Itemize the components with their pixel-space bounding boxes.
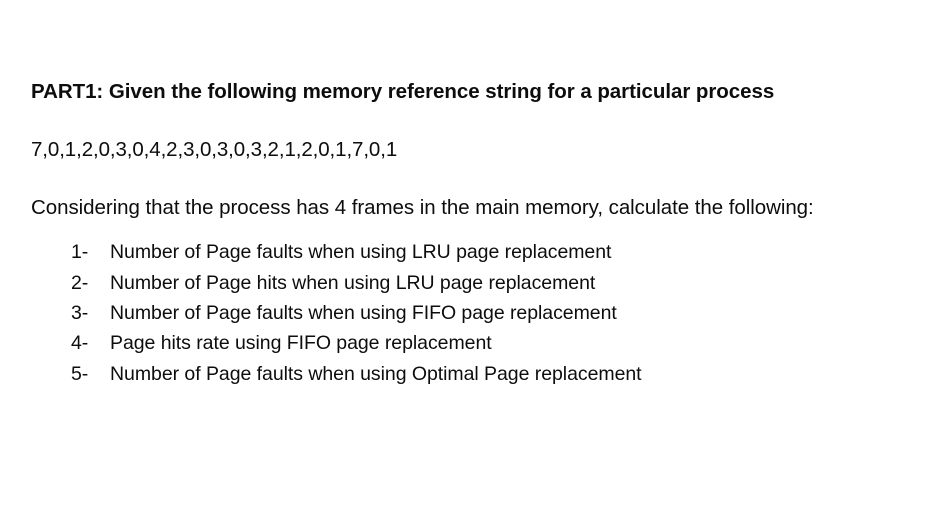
list-item-marker: 5- bbox=[71, 362, 89, 385]
list-item: 4- Page hits rate using FIFO page replac… bbox=[31, 328, 933, 358]
list-item: 3- Number of Page faults when using FIFO… bbox=[31, 298, 933, 328]
list-item: 1- Number of Page faults when using LRU … bbox=[31, 237, 933, 267]
list-item: 5- Number of Page faults when using Opti… bbox=[31, 359, 933, 389]
page-title: PART1: Given the following memory refere… bbox=[31, 80, 775, 103]
list-item-label: Number of Page hits when using LRU page … bbox=[110, 271, 596, 294]
list-item-marker: 3- bbox=[71, 301, 89, 324]
list-item-marker: 4- bbox=[71, 332, 89, 355]
instruction-text: Considering that the process has 4 frame… bbox=[31, 196, 814, 220]
list-item-marker: 1- bbox=[71, 241, 89, 264]
list-item-label: Number of Page faults when using LRU pag… bbox=[110, 241, 612, 264]
spacer-after-heading bbox=[31, 105, 933, 136]
list-item-label: Number of Page faults when using Optimal… bbox=[110, 362, 642, 385]
memory-reference-string: 7,0,1,2,0,3,0,4,2,3,0,3,0,3,2,1,2,0,1,7,… bbox=[31, 138, 398, 162]
list-item-label: Page hits rate using FIFO page replaceme… bbox=[110, 332, 492, 355]
list-item-label: Number of Page faults when using FIFO pa… bbox=[110, 301, 617, 324]
task-list: 1- Number of Page faults when using LRU … bbox=[31, 237, 933, 389]
spacer-after-reference-string bbox=[31, 163, 933, 194]
list-item: 2- Number of Page hits when using LRU pa… bbox=[31, 268, 933, 298]
document-body: PART1: Given the following memory refere… bbox=[31, 78, 933, 389]
list-item-marker: 2- bbox=[71, 271, 89, 294]
